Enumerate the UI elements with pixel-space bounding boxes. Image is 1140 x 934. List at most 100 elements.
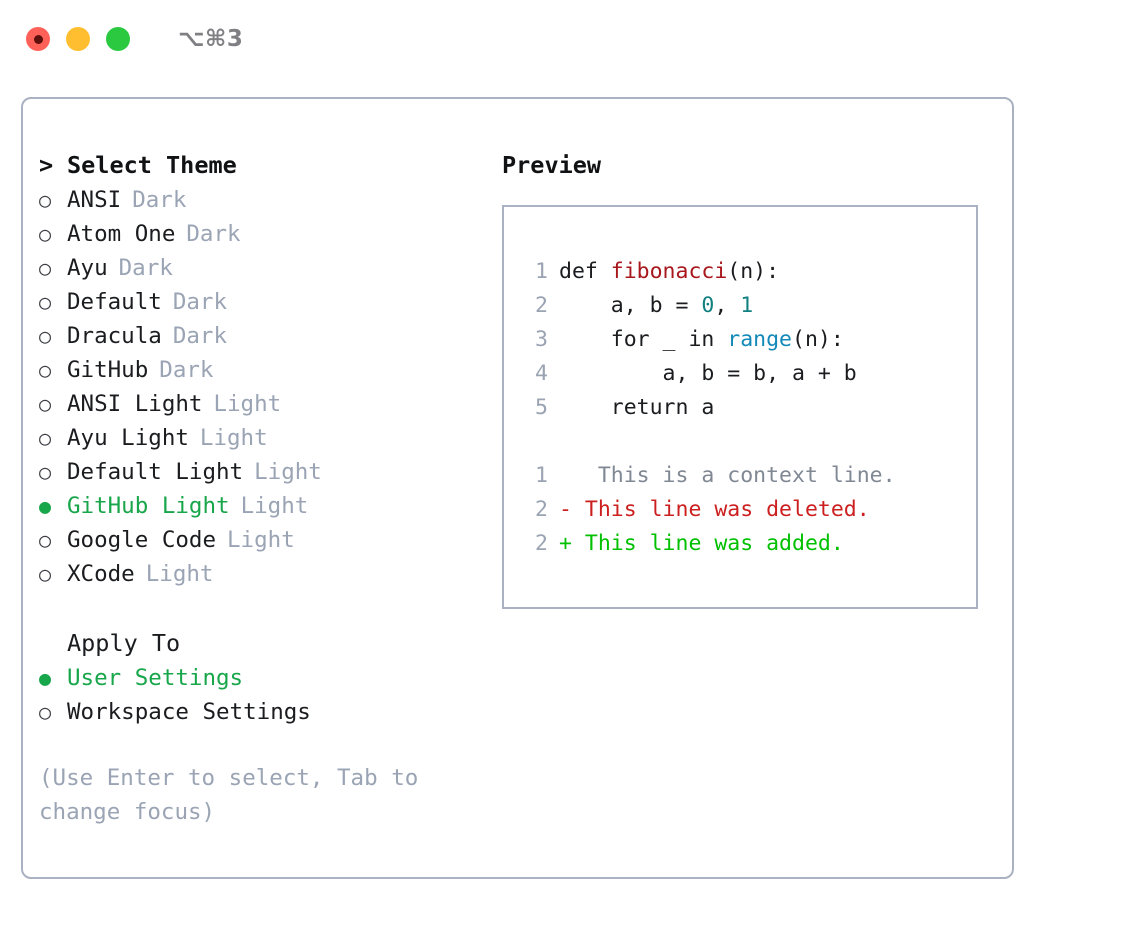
- diff-sample: 1 This is a context line.2- This line wa…: [522, 459, 976, 561]
- code-token: a, b =: [559, 293, 702, 318]
- line-number: 4: [535, 361, 548, 386]
- theme-variant-badge: Light: [199, 425, 268, 451]
- theme-option-ansi-light[interactable]: ○ ANSI Light Light: [39, 387, 509, 421]
- radio-unselected-icon: ○: [39, 188, 52, 212]
- radio-unselected-icon: ○: [39, 700, 52, 724]
- line-number: 3: [535, 327, 548, 352]
- code-line: 5 return a: [522, 391, 976, 425]
- window-titlebar: ⌥⌘3: [0, 0, 1140, 78]
- theme-variant-badge: Light: [145, 561, 214, 587]
- theme-option-label: Atom One: [67, 221, 176, 247]
- code-token: (n):: [727, 259, 780, 284]
- diff-marker: +: [559, 531, 572, 556]
- recording-indicator-icon: [33, 34, 43, 44]
- diff-line-add: 2 + This line was added.: [522, 527, 976, 561]
- line-number: 2: [535, 497, 548, 522]
- close-button[interactable]: [26, 27, 50, 51]
- diff-marker: -: [559, 497, 572, 522]
- theme-variant-badge: Dark: [172, 323, 228, 349]
- diff-line-del: 2- This line was deleted.: [522, 493, 976, 527]
- radio-unselected-icon: ○: [39, 528, 52, 552]
- code-token: for _ in: [559, 327, 728, 352]
- code-line: 4 a, b = b, a + b: [522, 357, 976, 391]
- theme-variant-badge: Dark: [132, 187, 187, 213]
- radio-unselected-icon: ○: [39, 358, 52, 382]
- code-token: return a: [559, 395, 715, 420]
- code-line: 3 for _ in range(n):: [522, 323, 976, 357]
- apply-option-user-settings[interactable]: ● User Settings: [39, 661, 509, 695]
- theme-option-label: Default: [67, 289, 162, 315]
- minimize-button[interactable]: [66, 27, 90, 51]
- line-number: 2: [535, 531, 548, 556]
- line-number: 1: [535, 259, 548, 284]
- theme-option-label: ANSI: [67, 187, 122, 213]
- theme-variant-badge: Dark: [118, 255, 173, 281]
- radio-unselected-icon: ○: [39, 222, 52, 246]
- apply-option-label: Workspace Settings: [67, 699, 311, 725]
- apply-option-label: User Settings: [67, 665, 244, 691]
- radio-unselected-icon: ○: [39, 256, 52, 280]
- theme-option-label: GitHub Light: [67, 493, 230, 519]
- radio-unselected-icon: ○: [39, 426, 52, 450]
- line-number: 5: [535, 395, 548, 420]
- caret-placeholder-icon: >: [39, 625, 67, 661]
- zoom-button[interactable]: [106, 27, 130, 51]
- diff-marker: [559, 463, 572, 488]
- theme-option-label: Dracula: [67, 323, 162, 349]
- code-token: 1: [740, 293, 754, 318]
- preview-heading: Preview: [502, 151, 602, 179]
- apply-option-workspace-settings[interactable]: ○ Workspace Settings: [39, 695, 509, 729]
- theme-option-label: Google Code: [67, 527, 217, 553]
- radio-unselected-icon: ○: [39, 392, 52, 416]
- code-diff-spacer: [522, 425, 976, 459]
- radio-unselected-icon: ○: [39, 460, 52, 484]
- theme-variant-badge: Dark: [159, 357, 214, 383]
- theme-option-dracula[interactable]: ○ Dracula Dark: [39, 319, 509, 353]
- theme-option-ansi[interactable]: ○ ANSI Dark: [39, 183, 509, 217]
- theme-variant-badge: Dark: [172, 289, 228, 315]
- radio-selected-icon: ●: [39, 666, 52, 690]
- theme-option-label: Ayu Light: [67, 425, 189, 451]
- diff-line-ctx: 1 This is a context line.: [522, 459, 976, 493]
- theme-variant-badge: Light: [240, 493, 309, 519]
- code-token: fibonacci: [610, 259, 728, 284]
- line-number: 1: [535, 463, 548, 488]
- radio-unselected-icon: ○: [39, 290, 52, 314]
- theme-option-github[interactable]: ○ GitHub Dark: [39, 353, 509, 387]
- theme-option-label: XCode: [67, 561, 135, 587]
- keyboard-hint: (Use Enter to select, Tab to change focu…: [39, 765, 419, 825]
- code-token: ,: [714, 293, 741, 318]
- apply-to-heading: > Apply To: [39, 625, 509, 661]
- caret-icon: >: [39, 151, 54, 179]
- theme-variant-badge: Dark: [186, 221, 241, 247]
- radio-unselected-icon: ○: [39, 324, 52, 348]
- section-spacer: [39, 591, 509, 625]
- code-token: def: [559, 259, 611, 284]
- theme-option-ayu-light[interactable]: ○ Ayu Light Light: [39, 421, 509, 455]
- theme-option-label: Ayu: [67, 255, 108, 281]
- diff-text: This line was added.: [571, 531, 844, 556]
- code-token: a, b = b, a + b: [559, 361, 857, 386]
- theme-option-ayu[interactable]: ○ Ayu Dark: [39, 251, 509, 285]
- theme-option-default[interactable]: ○ Default Dark: [39, 285, 509, 319]
- theme-option-label: GitHub: [67, 357, 149, 383]
- theme-option-label: Default Light: [67, 459, 244, 485]
- line-number: 2: [535, 293, 548, 318]
- theme-option-atom-one[interactable]: ○ Atom One Dark: [39, 217, 509, 251]
- code-token: (n):: [792, 327, 844, 352]
- select-theme-heading-label: Select Theme: [67, 151, 237, 179]
- select-theme-heading: > Select Theme: [39, 147, 509, 183]
- theme-variant-badge: Light: [213, 391, 282, 417]
- code-line: 2 a, b = 0, 1: [522, 289, 976, 323]
- theme-option-label: ANSI Light: [67, 391, 203, 417]
